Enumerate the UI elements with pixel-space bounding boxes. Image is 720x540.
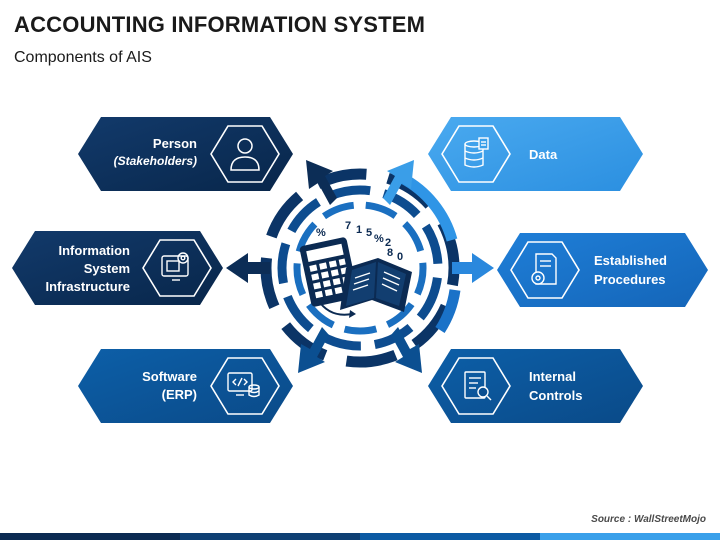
component-controls-label: Internal	[529, 369, 576, 384]
arrow-data	[383, 160, 414, 205]
database-icon	[464, 137, 489, 168]
code-database-icon	[227, 372, 260, 398]
component-infrastructure: Information System Infrastructure	[12, 231, 223, 305]
arrow-controls	[391, 327, 422, 373]
connector-arrows	[226, 160, 494, 373]
bottom-bar-segment	[360, 533, 540, 540]
source-credit: Source : WallStreetMojo	[591, 514, 706, 525]
component-procedures-sublabel: Procedures	[594, 272, 666, 287]
component-infrastructure-label-3: Infrastructure	[45, 279, 130, 294]
person-icon	[230, 138, 260, 171]
component-software-sublabel: (ERP)	[162, 387, 197, 402]
component-controls: Internal Controls	[428, 349, 643, 423]
component-data-label: Data	[529, 147, 558, 162]
bottom-bar-segment	[540, 533, 720, 540]
bottom-bar-segment	[0, 533, 180, 540]
component-data: Data	[428, 117, 643, 191]
center-glyph: 1	[356, 224, 362, 236]
arrow-infrastructure	[226, 253, 270, 283]
arrow-software	[298, 327, 329, 373]
component-procedures-label: Established	[594, 253, 667, 268]
calculator-book-icon: % 7 1 5 % 2 8 0	[299, 220, 412, 318]
center-glyph: %	[316, 227, 326, 239]
hardware-icon	[161, 252, 189, 281]
arrow-person	[306, 160, 337, 205]
component-person-label: Person	[153, 136, 197, 151]
document-gear-icon	[531, 253, 557, 285]
bottom-accent-bar	[0, 533, 720, 540]
report-search-icon	[464, 371, 492, 401]
component-infrastructure-label-1: Information	[59, 243, 131, 258]
arrow-procedures	[452, 253, 494, 283]
component-infrastructure-label-2: System	[84, 261, 130, 276]
component-person: Person (Stakeholders)	[78, 117, 293, 191]
component-controls-sublabel: Controls	[529, 388, 582, 403]
component-software: Software (ERP)	[78, 349, 293, 423]
center-rings	[260, 168, 461, 368]
page-subtitle: Components of AIS	[14, 49, 152, 66]
center-glyph: %	[374, 233, 384, 245]
component-procedures: Established Procedures	[497, 233, 708, 307]
center-glyph: 2	[385, 237, 391, 249]
bottom-bar-segment	[180, 533, 360, 540]
component-software-label: Software	[142, 369, 197, 384]
center-glyph: 5	[366, 227, 372, 239]
component-person-sublabel: (Stakeholders)	[114, 154, 197, 168]
center-glyph: 0	[397, 251, 403, 263]
center-glyph: 8	[387, 247, 393, 259]
center-glyph: 7	[345, 220, 351, 232]
page-title: ACCOUNTING INFORMATION SYSTEM	[14, 12, 426, 37]
